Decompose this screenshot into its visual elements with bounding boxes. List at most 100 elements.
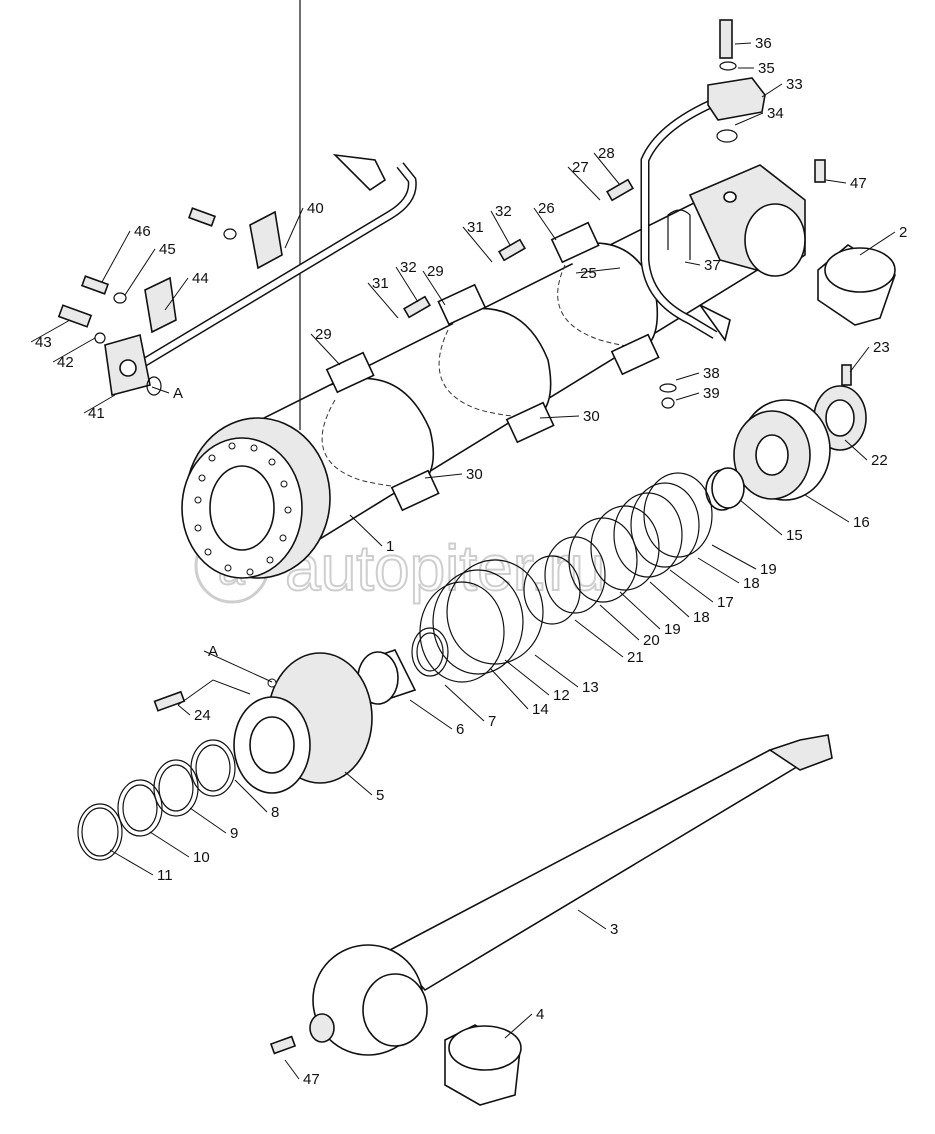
part-number-label: 45 [159,241,176,258]
part-number-label: 29 [315,326,332,343]
part-number-label: 47 [850,175,867,192]
part-number-label: 23 [873,339,890,356]
leader-line [101,230,131,283]
part-number-label: 38 [703,365,720,382]
leader-line [734,42,752,45]
leader-line [675,372,700,381]
hydraulic-pipe-right [640,77,766,342]
leader-line [599,604,640,641]
callout-c17: 17 [669,569,734,611]
leader-line [203,650,273,683]
callout-c15: 15 [739,499,803,544]
part-number-label: 1 [386,538,394,555]
callout-c31b: 31 [367,275,399,319]
rod-seals [77,739,236,861]
leader-line [684,261,701,266]
part-number-label: 32 [400,259,417,276]
leader-line [164,277,189,311]
leader-line [52,337,96,363]
callout-c9: 9 [189,807,238,842]
part-number-label: 33 [786,76,803,93]
callout-c29a: 29 [422,263,446,306]
leader-line [619,591,661,630]
leader-line [444,684,485,722]
part-number-label: 28 [598,145,615,162]
leader-line [422,270,446,306]
leader-line [675,392,700,401]
callout-c14: 14 [489,667,549,718]
callout-c31a: 31 [462,219,493,263]
callout-c1: 1 [349,514,394,555]
leader-line [669,569,714,603]
leader-line [234,779,268,813]
callout-c26: 26 [533,200,557,241]
part-number-label: 35 [758,60,775,77]
part-number-label: 14 [532,701,549,718]
leader-line [109,849,154,876]
part-number-label: 21 [627,649,644,666]
callout-cA1: A [151,385,183,402]
part-number-label: 22 [871,452,888,469]
part-number-label: 20 [643,632,660,649]
callout-cA2: A [203,643,273,683]
leader-line [489,667,529,710]
leader-line [849,346,870,373]
part-number-label: 26 [538,200,555,217]
part-number-label: 10 [193,849,210,866]
leader-line [711,544,757,570]
bushing-4 [444,1024,522,1106]
leader-line [424,473,463,479]
part-number-label: 8 [271,804,279,821]
leader-line [577,909,607,930]
part-number-label: 4 [536,1006,544,1023]
callout-c47b: 47 [284,1059,320,1088]
leader-line [649,581,690,618]
callout-c3: 3 [577,909,618,938]
callout-c34: 34 [734,105,784,126]
part-number-label: 31 [467,219,484,236]
callout-c44: 44 [164,270,209,311]
part-number-label: 37 [704,257,721,274]
bushing-2 [817,244,896,326]
callout-c47a: 47 [825,175,867,192]
part-number-label: 36 [755,35,772,52]
callout-c29b: 29 [310,326,341,366]
callout-c11: 11 [109,849,173,884]
watermark: a autopiter.ru [194,528,606,605]
watermark-text: autopiter.ru [285,532,605,604]
callout-c32a: 32 [490,203,512,246]
callout-c28: 28 [593,145,621,186]
part-number-label: 39 [703,385,720,402]
part-number-label: 13 [582,679,599,696]
part-number-label: 46 [134,223,151,240]
callout-c19b: 19 [619,591,681,638]
part-number-label: 17 [717,594,734,611]
callout-c25: 25 [575,265,621,282]
callout-c20: 20 [599,604,660,649]
callout-c43: 43 [30,319,71,351]
part-number-label: 11 [157,867,173,884]
seal-rings [523,472,713,625]
leader-line [409,699,453,730]
callout-c2: 2 [859,224,907,256]
part-number-label: 41 [88,405,105,422]
leader-line [83,394,116,414]
leader-line [739,499,783,536]
leader-line [177,704,191,716]
callout-c33: 33 [761,76,803,98]
part-number-label: 18 [743,575,760,592]
leader-line [504,1013,533,1039]
leader-line [149,831,190,858]
leader-line [462,226,493,263]
part-number-label: 7 [488,713,496,730]
leader-line [761,83,783,98]
leader-line [349,514,383,547]
callout-c5: 5 [344,771,384,804]
callout-c39: 39 [675,385,720,402]
gland-5 [153,652,373,794]
part-number-label: 30 [583,408,600,425]
callout-c12: 12 [504,659,570,704]
leader-line [284,1059,300,1080]
part-number-label: 24 [194,707,211,724]
